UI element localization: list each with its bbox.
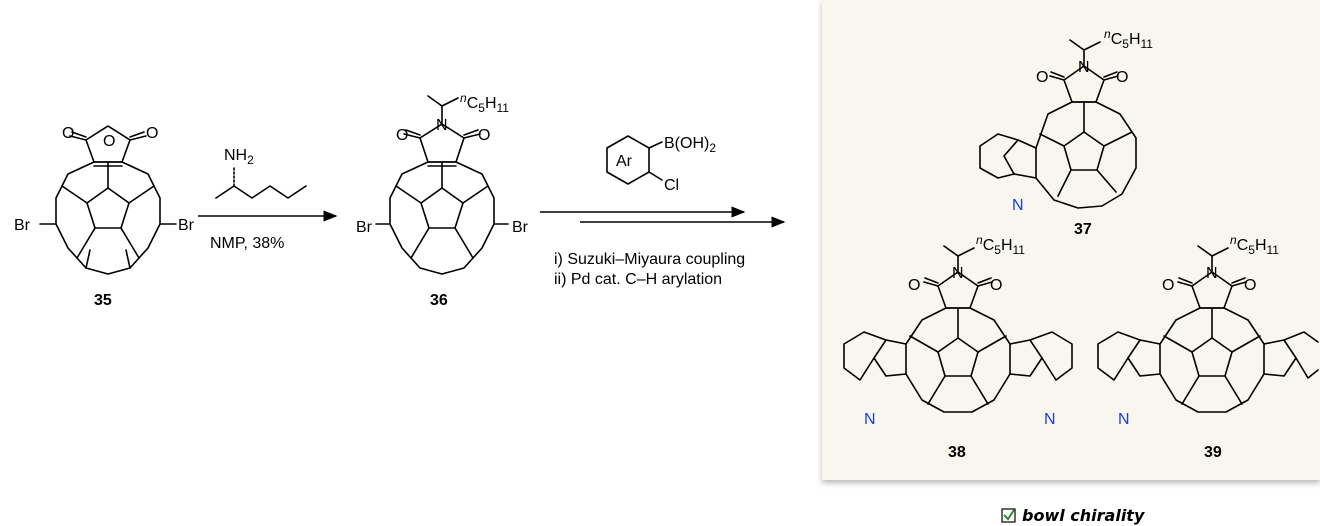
atom-o: O <box>1116 69 1128 86</box>
compound-36 <box>375 95 509 275</box>
atom-o: O <box>62 125 74 142</box>
atom-br: Br <box>512 219 529 236</box>
products-panel <box>822 0 1320 480</box>
step2-line2: ii) Pd cat. C–H arylation <box>554 271 722 288</box>
alkyl-substituent: nC5H11 <box>1104 27 1153 51</box>
reagent-boronic-acid <box>606 135 663 185</box>
compound-39 <box>1097 245 1319 413</box>
step1-conditions: NMP, 38% <box>210 235 284 252</box>
compound-number-38: 38 <box>948 444 966 461</box>
atom-o: O <box>146 125 158 142</box>
alkyl-substituent: nC5H11 <box>1230 233 1279 257</box>
atom-o: O <box>478 127 490 144</box>
aryl-ring-label: Ar <box>616 153 633 170</box>
atom-br: Br <box>14 217 31 234</box>
boronic-acid-group: B(OH)2 <box>664 135 716 155</box>
alkyl-substituent: nC5H11 <box>460 91 509 115</box>
atom-n: N <box>1206 265 1218 282</box>
atom-o: O <box>1036 69 1048 86</box>
atom-o: O <box>103 133 115 150</box>
compound-37 <box>979 39 1137 209</box>
atom-n: N <box>952 265 964 282</box>
atom-br: Br <box>356 219 373 236</box>
reagent-amine <box>215 167 307 199</box>
atom-cl: Cl <box>664 177 679 194</box>
atom-o: O <box>1162 277 1174 294</box>
atom-n-pyridine: N <box>1044 411 1056 428</box>
step2-line1: i) Suzuki–Miyaura coupling <box>554 251 745 268</box>
compound-number-35: 35 <box>94 292 112 309</box>
atom-o: O <box>1244 277 1256 294</box>
atom-o: O <box>908 277 920 294</box>
compound-number-36: 36 <box>430 292 448 309</box>
atom-o: O <box>990 277 1002 294</box>
atom-n-pyridine: N <box>1012 197 1024 214</box>
checkbox-checked-icon <box>1001 508 1016 523</box>
atom-o: O <box>396 127 408 144</box>
atom-n: N <box>1078 59 1090 76</box>
atom-br: Br <box>178 217 195 234</box>
atom-nh2: NH2 <box>224 147 254 167</box>
bowl-chirality-note: bowl chirality <box>1022 506 1145 525</box>
compound-35 <box>39 125 177 275</box>
atom-n-pyridine: N <box>864 411 876 428</box>
compound-38 <box>843 245 1073 413</box>
atom-n-pyridine: N <box>1118 411 1130 428</box>
alkyl-substituent: nC5H11 <box>976 233 1025 257</box>
compound-number-39: 39 <box>1204 444 1222 461</box>
compound-number-37: 37 <box>1074 221 1092 238</box>
atom-n: N <box>436 117 448 134</box>
